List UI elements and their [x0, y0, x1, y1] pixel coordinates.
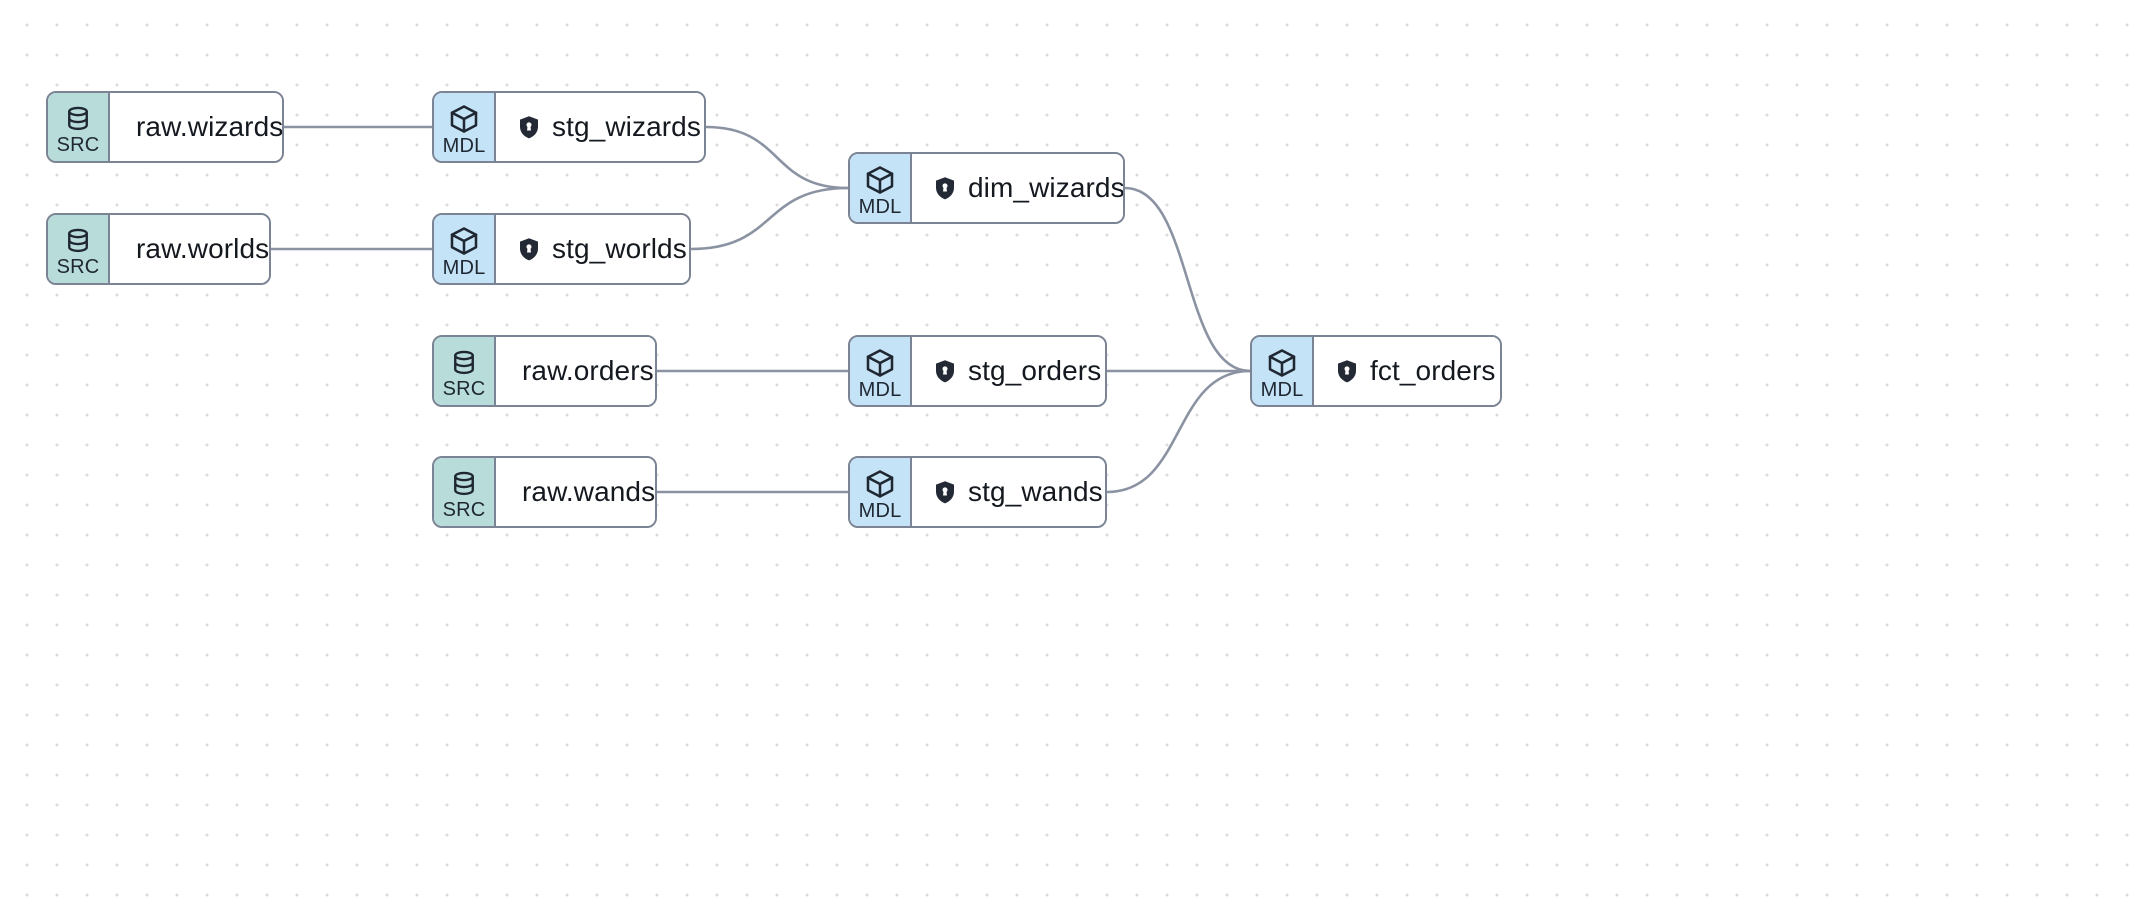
cube-icon	[1266, 347, 1298, 379]
node-badge-label: MDL	[858, 195, 902, 218]
node-body: stg_worlds	[496, 215, 689, 283]
node-fct_orders[interactable]: MDL fct_orders	[1250, 335, 1502, 407]
node-label: raw.wizards	[136, 111, 284, 142]
shield-lock-icon	[518, 237, 540, 262]
node-stg_worlds[interactable]: MDL stg_worlds	[432, 213, 691, 285]
node-stg_wands[interactable]: MDL stg_wands	[848, 456, 1107, 528]
node-badge-mdl: MDL	[434, 93, 496, 161]
node-raw_orders[interactable]: SRC raw.orders	[432, 335, 657, 407]
cube-icon	[864, 164, 896, 196]
node-stg_orders[interactable]: MDL stg_orders	[848, 335, 1107, 407]
node-label: raw.orders	[522, 355, 654, 386]
shield-lock-icon	[934, 176, 956, 201]
node-body: fct_orders	[1314, 337, 1500, 405]
node-badge-label: MDL	[1260, 378, 1304, 401]
node-body: raw.orders	[496, 337, 655, 405]
node-badge-src: SRC	[434, 458, 496, 526]
node-label: raw.wands	[522, 476, 656, 507]
shield-lock-icon	[934, 359, 956, 384]
node-badge-label: MDL	[442, 134, 486, 157]
node-label: stg_orders	[968, 355, 1102, 386]
node-badge-label: SRC	[56, 133, 100, 156]
node-badge-src: SRC	[434, 337, 496, 405]
node-badge-label: SRC	[442, 377, 486, 400]
database-icon	[449, 469, 479, 499]
node-label: dim_wizards	[968, 172, 1125, 203]
node-badge-src: SRC	[48, 93, 110, 161]
node-body: dim_wizards	[912, 154, 1123, 222]
database-icon	[63, 104, 93, 134]
node-badge-label: MDL	[858, 499, 902, 522]
cube-icon	[864, 347, 896, 379]
node-body: raw.wands	[496, 458, 655, 526]
database-icon	[449, 348, 479, 378]
cube-icon	[448, 225, 480, 257]
node-label: stg_wizards	[552, 111, 701, 142]
database-icon	[63, 226, 93, 256]
node-badge-mdl: MDL	[850, 337, 912, 405]
node-badge-label: SRC	[442, 498, 486, 521]
node-body: stg_wizards	[496, 93, 704, 161]
node-body: raw.wizards	[110, 93, 282, 161]
node-badge-label: SRC	[56, 255, 100, 278]
node-badge-label: MDL	[858, 378, 902, 401]
node-badge-mdl: MDL	[850, 458, 912, 526]
node-badge-mdl: MDL	[850, 154, 912, 222]
node-stg_wizards[interactable]: MDL stg_wizards	[432, 91, 706, 163]
cube-icon	[864, 468, 896, 500]
node-body: raw.worlds	[110, 215, 269, 283]
node-label: raw.worlds	[136, 233, 270, 264]
shield-lock-icon	[1336, 359, 1358, 384]
node-body: stg_orders	[912, 337, 1105, 405]
node-label: stg_worlds	[552, 233, 687, 264]
node-raw_wands[interactable]: SRC raw.wands	[432, 456, 657, 528]
node-raw_wizards[interactable]: SRC raw.wizards	[46, 91, 284, 163]
node-label: stg_wands	[968, 476, 1103, 507]
node-dim_wizards[interactable]: MDL dim_wizards	[848, 152, 1125, 224]
node-badge-label: MDL	[442, 256, 486, 279]
node-badge-src: SRC	[48, 215, 110, 283]
shield-lock-icon	[518, 115, 540, 140]
node-badge-mdl: MDL	[434, 215, 496, 283]
node-label: fct_orders	[1370, 355, 1496, 386]
cube-icon	[448, 103, 480, 135]
node-badge-mdl: MDL	[1252, 337, 1314, 405]
node-raw_worlds[interactable]: SRC raw.worlds	[46, 213, 271, 285]
node-body: stg_wands	[912, 458, 1105, 526]
shield-lock-icon	[934, 480, 956, 505]
